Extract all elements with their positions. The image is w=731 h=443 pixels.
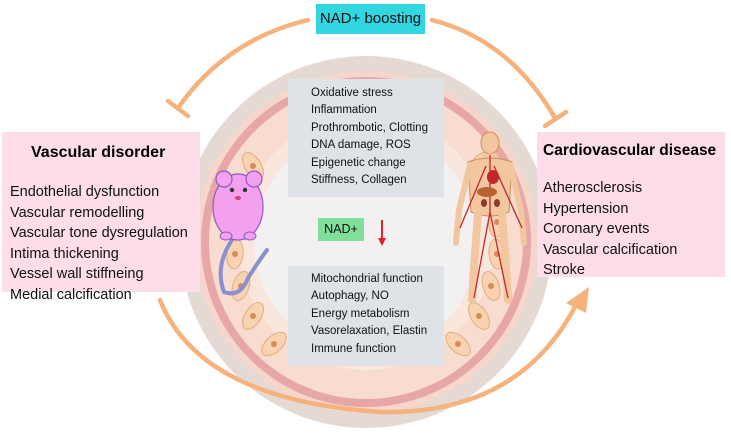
cardiovascular-disease-item: Vascular calcification (543, 241, 678, 258)
increased-factor: Epigenetic change (311, 156, 406, 169)
cardiovascular-disease-item: Hypertension (543, 200, 629, 217)
human-body-illustration (453, 131, 527, 304)
nad-label: NAD+ (324, 222, 358, 236)
decreased-factor: Energy metabolism (311, 307, 410, 320)
inhibit-arc-right (429, 17, 558, 121)
increased-factor: Inflammation (311, 104, 377, 117)
vascular-disorder-title: Vascular disorder (31, 144, 166, 161)
inhibit-bar-right (542, 109, 569, 129)
cardiovascular-disease-box: Cardiovascular disease Atherosclerosis H… (537, 132, 725, 278)
vascular-disorder-item: Medial calcification (10, 286, 132, 303)
cardiovascular-disease-item: Coronary events (543, 221, 650, 237)
vascular-disorder-item: Endothelial dysfunction (10, 184, 160, 200)
nad-boosting-box: NAD+ boosting (316, 4, 425, 34)
decreased-factor: Immune function (311, 342, 397, 355)
decreased-factor: Autophagy, NO (311, 290, 389, 303)
increased-factors-box: Oxidative stress Inflammation Prothrombo… (288, 79, 444, 197)
cardiovascular-disease-item: Atherosclerosis (543, 180, 643, 196)
inhibit-arc-left (175, 17, 311, 111)
cardiovascular-disease-title: Cardiovascular disease (543, 142, 717, 159)
increased-factor: Prothrombotic, Clotting (311, 121, 428, 134)
decreased-factors-box: Mitochondrial function Autophagy, NO Ene… (288, 266, 444, 366)
nad-boosting-label: NAD+ boosting (319, 10, 422, 27)
vascular-disorder-item: Vessel wall stiffneing (10, 266, 144, 282)
vascular-disorder-item: Intima thickening (10, 245, 119, 262)
decreased-factor: Mitochondrial function (311, 273, 423, 285)
progression-arrowhead (566, 287, 589, 313)
cardiovascular-disease-item: Stroke (543, 262, 585, 278)
nad-level-box: NAD+ (318, 218, 364, 241)
increased-factor: Oxidative stress (311, 87, 393, 99)
mouse-illustration (212, 170, 269, 296)
nad-decrease-arrowhead (378, 238, 386, 246)
progression-arc (157, 297, 580, 415)
increased-factor: DNA damage, ROS (311, 139, 411, 152)
decreased-factor: Vasorelaxation, Elastin (311, 325, 428, 338)
cycle-arrows (157, 17, 580, 415)
increased-factor: Stiffness, Collagen (311, 174, 407, 187)
vascular-disorder-box: Vascular disorder Endothelial dysfunctio… (2, 132, 200, 303)
vascular-disorder-item: Vascular tone dysregulation (10, 225, 188, 241)
inhibit-bar-left (165, 98, 191, 119)
vascular-disorder-item: Vascular remodelling (10, 204, 145, 221)
